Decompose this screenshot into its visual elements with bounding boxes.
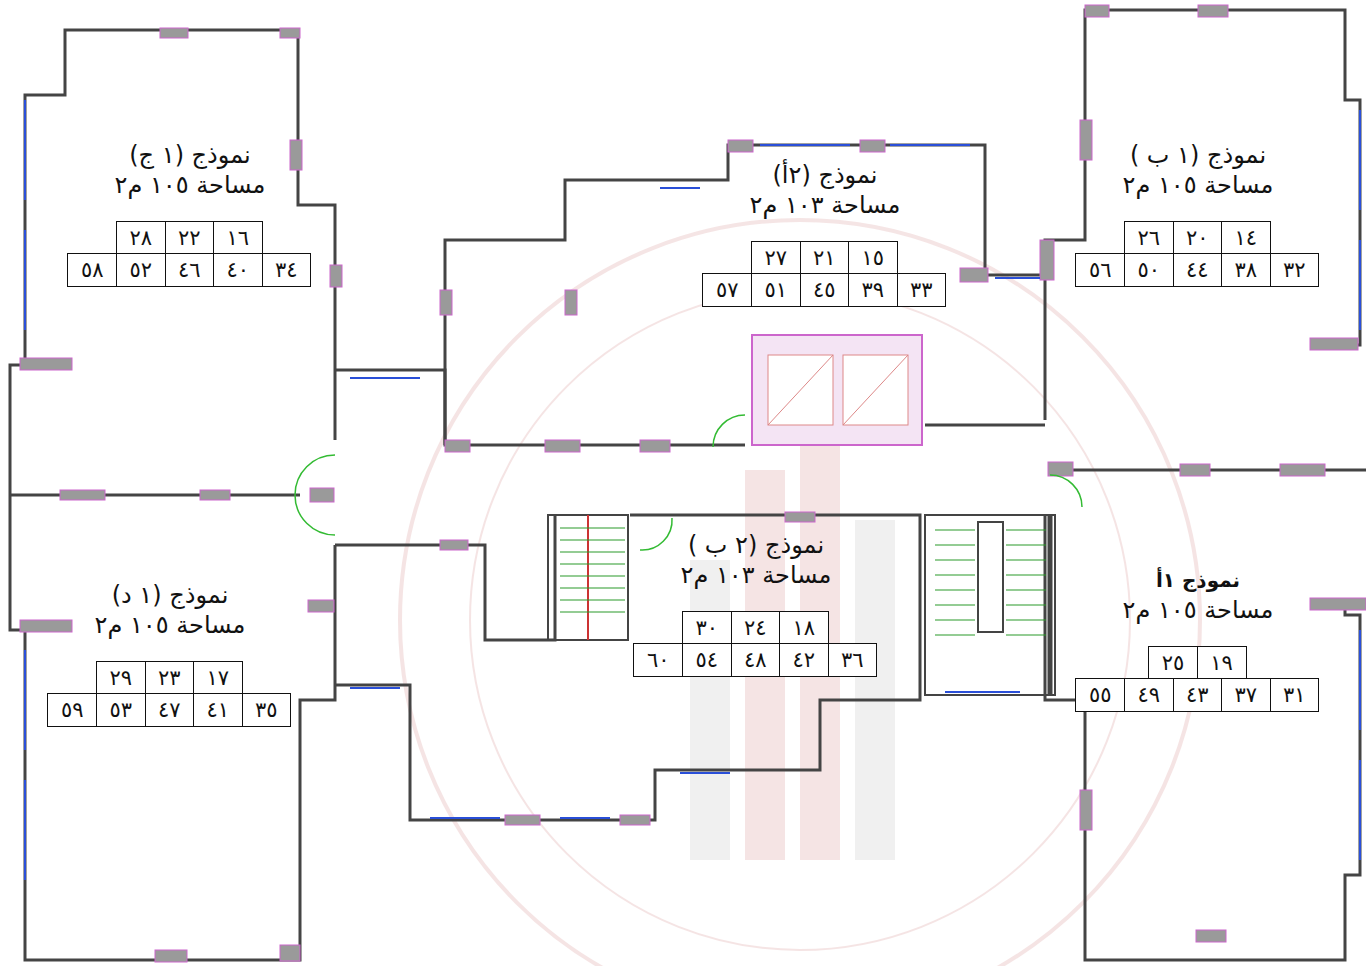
unit-title: نموذج (٢ ب ) <box>631 530 882 560</box>
unit-area: مساحة ١٠٣ م٢ <box>631 560 882 590</box>
apartment-number: ٤٧ <box>144 693 194 727</box>
apartment-unit: نموذج (١ ج)مساحة ١٠٥ م٢١٦٢٢٢٨٣٤٤٠٤٦٥٢٥٨ <box>65 140 316 287</box>
apartment-number: ٥٨ <box>67 253 117 287</box>
apartment-number: ٤٣ <box>1172 678 1222 712</box>
table-row: ١٧٢٣٢٩ <box>49 662 292 695</box>
unit-number-table: ١٤٢٠٢٦٣٢٣٨٤٤٥٠٥٦ <box>1077 222 1320 287</box>
table-row: ٣٦٤٢٤٨٥٤٦٠ <box>635 645 878 678</box>
apartment-number: ٥٠ <box>1124 253 1174 287</box>
apartment-number: ٣٧ <box>1221 678 1271 712</box>
apartment-number: ٤٠ <box>213 253 263 287</box>
apartment-number: ٢٣ <box>144 661 194 695</box>
apartment-number: ٤٤ <box>1172 253 1222 287</box>
apartment-number: ١٩ <box>1197 646 1247 680</box>
apartment-number: ٤٢ <box>779 643 829 677</box>
stair <box>925 515 1055 695</box>
unit-title: نموذج (١ ج) <box>65 140 316 170</box>
apartment-number: ٢٩ <box>96 661 146 695</box>
apartment-number: ٢٥ <box>1148 646 1198 680</box>
apartment-number: ٥٧ <box>702 273 752 307</box>
apartment-number: ٤٩ <box>1124 678 1174 712</box>
table-row: ٣١٣٧٤٣٤٩٥٥ <box>1077 680 1320 713</box>
apartment-number: ٤١ <box>193 693 243 727</box>
unit-area: مساحة ١٠٥ م٢ <box>45 610 296 640</box>
unit-number-table: ١٨٢٤٣٠٣٦٤٢٤٨٥٤٦٠ <box>635 612 878 677</box>
watermark-logo <box>400 220 1200 966</box>
apartment-number: ٥٩ <box>47 693 97 727</box>
apartment-number: ٢٧ <box>751 241 801 275</box>
apartment-number: ٢٤ <box>730 611 780 645</box>
apartment-number: ٤٥ <box>799 273 849 307</box>
apartment-number: ٥٤ <box>682 643 732 677</box>
unit-title: نموذج (١ د) <box>45 580 296 610</box>
table-row: ١٥٢١٢٧ <box>704 242 947 275</box>
apartment-number: ٢٠ <box>1172 221 1222 255</box>
apartment-number: ٣١ <box>1269 678 1319 712</box>
stair <box>548 515 628 640</box>
apartment-number: ١٦ <box>213 221 263 255</box>
apartment-number: ٥٦ <box>1075 253 1125 287</box>
apartment-number: ٣٠ <box>682 611 732 645</box>
apartment-number: ٥٣ <box>96 693 146 727</box>
apartment-number: ٣٦ <box>827 643 877 677</box>
apartment-unit: نموذج (١ د)مساحة ١٠٥ م٢١٧٢٣٢٩٣٥٤١٤٧٥٣٥٩ <box>45 580 296 727</box>
apartment-unit: نموذج (٢ ب )مساحة ١٠٣ م٢١٨٢٤٣٠٣٦٤٢٤٨٥٤٦٠ <box>631 530 882 677</box>
table-row: ٣٤٤٠٤٦٥٢٥٨ <box>69 255 312 288</box>
apartment-number: ٢٦ <box>1124 221 1174 255</box>
unit-area: مساحة ١٠٣ م٢ <box>700 190 951 220</box>
apartment-number: ٥١ <box>751 273 801 307</box>
apartment-number: ٦٠ <box>633 643 683 677</box>
apartment-number: ١٧ <box>193 661 243 695</box>
unit-area: مساحة ١٠٥ م٢ <box>1073 170 1324 200</box>
apartment-number: ٥٢ <box>116 253 166 287</box>
apartment-number: ١٤ <box>1221 221 1271 255</box>
apartment-number: ٢٢ <box>164 221 214 255</box>
apartment-number: ٥٥ <box>1075 678 1125 712</box>
unit-title: نموذج ١أ <box>1073 565 1324 595</box>
table-row: ٣٣٣٩٤٥٥١٥٧ <box>704 275 947 308</box>
table-row: ١٦٢٢٢٨ <box>69 222 312 255</box>
apartment-number: ٢١ <box>799 241 849 275</box>
unit-number-table: ١٦٢٢٢٨٣٤٤٠٤٦٥٢٥٨ <box>69 222 312 287</box>
apartment-number: ٣٤ <box>261 253 311 287</box>
apartment-number: ١٥ <box>848 241 898 275</box>
apartment-unit: نموذج ١أمساحة ١٠٥ م٢١٩٢٥٣١٣٧٤٣٤٩٥٥ <box>1073 565 1324 712</box>
table-row: ١٤٢٠٢٦ <box>1077 222 1320 255</box>
elevator <box>752 335 922 445</box>
table-row: ١٨٢٤٣٠ <box>635 612 878 645</box>
apartment-number: ٣٣ <box>896 273 946 307</box>
apartment-number: ٤٨ <box>730 643 780 677</box>
table-row: ٣٥٤١٤٧٥٣٥٩ <box>49 695 292 728</box>
unit-title: نموذج (١ ب ) <box>1073 140 1324 170</box>
apartment-unit: نموذج (٢أ)مساحة ١٠٣ م٢١٥٢١٢٧٣٣٣٩٤٥٥١٥٧ <box>700 160 951 307</box>
apartment-number: ٤٦ <box>164 253 214 287</box>
unit-number-table: ١٩٢٥٣١٣٧٤٣٤٩٥٥ <box>1077 647 1320 712</box>
apartment-number: ٣٩ <box>848 273 898 307</box>
apartment-number: ٣٨ <box>1221 253 1271 287</box>
unit-number-table: ١٥٢١٢٧٣٣٣٩٤٥٥١٥٧ <box>704 242 947 307</box>
apartment-number: ٣٥ <box>241 693 291 727</box>
apartment-number: ١٨ <box>779 611 829 645</box>
apartment-unit: نموذج (١ ب )مساحة ١٠٥ م٢١٤٢٠٢٦٣٢٣٨٤٤٥٠٥٦ <box>1073 140 1324 287</box>
unit-number-table: ١٧٢٣٢٩٣٥٤١٤٧٥٣٥٩ <box>49 662 292 727</box>
table-row: ٣٢٣٨٤٤٥٠٥٦ <box>1077 255 1320 288</box>
table-row: ١٩٢٥ <box>1077 647 1320 680</box>
apartment-number: ٢٨ <box>116 221 166 255</box>
unit-area: مساحة ١٠٥ م٢ <box>1073 595 1324 625</box>
apartment-number: ٣٢ <box>1269 253 1319 287</box>
unit-area: مساحة ١٠٥ م٢ <box>65 170 316 200</box>
unit-title: نموذج (٢أ) <box>700 160 951 190</box>
